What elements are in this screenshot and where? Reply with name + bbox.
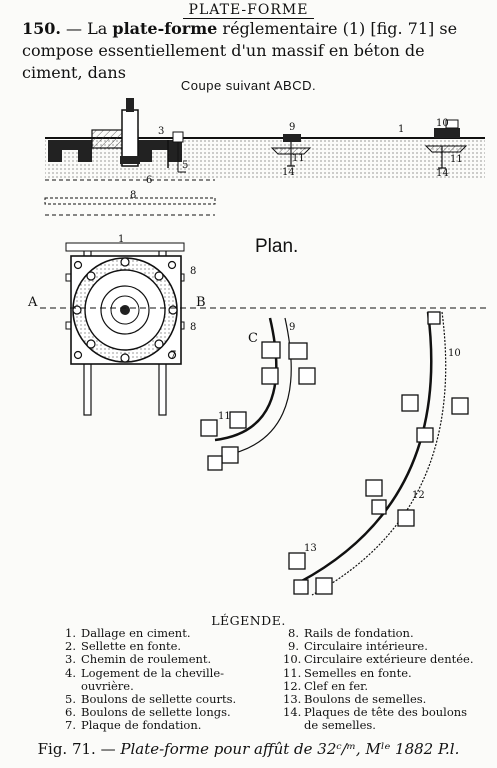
label-13-plan: 13 bbox=[304, 543, 317, 554]
paragraph-number: 150. bbox=[22, 19, 61, 38]
label-9-section: 9 bbox=[289, 122, 295, 133]
legend-item: 8.Rails de fondation. bbox=[288, 626, 414, 640]
label-c: C bbox=[248, 331, 258, 346]
running-head-text: PLATE-FORME bbox=[182, 2, 315, 19]
legend-item: 7.Plaque de fondation. bbox=[65, 718, 202, 733]
pivot-center bbox=[120, 305, 130, 315]
semelle-plate bbox=[288, 552, 333, 595]
legend-item: 2.Sellette en fonte. bbox=[65, 639, 182, 654]
semelle-plate bbox=[401, 394, 469, 443]
sellette-left bbox=[48, 140, 92, 162]
label-14-section-a: 14 bbox=[282, 167, 295, 178]
label-8-section: 8 bbox=[130, 190, 136, 201]
label-14-section-b: 14 bbox=[436, 168, 449, 179]
legend-item: 6.Boulons de sellette longs. bbox=[65, 705, 231, 720]
legend-item: 3.Chemin de roulement. bbox=[65, 652, 212, 667]
paragraph-dash: — La bbox=[60, 19, 113, 38]
section-view: 3 5 6 8 9 11 14 1 10 11 14 bbox=[44, 98, 485, 216]
label-1-plan: 1 bbox=[118, 234, 124, 245]
label-1: 1 bbox=[398, 124, 404, 135]
legend-item: 5.Boulons de sellette courts. bbox=[65, 692, 237, 707]
label-9-plan: 9 bbox=[289, 322, 295, 333]
semelle-plate bbox=[365, 479, 415, 527]
legend-item: 10.Circulaire extérieure dentée. bbox=[283, 652, 474, 667]
legend-item: 4.Logement de la cheville- bbox=[65, 665, 225, 680]
label-12-plan: 12 bbox=[412, 490, 425, 501]
label-3: 3 bbox=[158, 126, 164, 137]
legend-item: 1.Dallage en ciment. bbox=[65, 626, 191, 640]
label-7-plan: 7 bbox=[170, 350, 176, 361]
running-head: PLATE-FORME bbox=[0, 2, 497, 19]
pivot-bolt bbox=[126, 98, 134, 112]
label-11-section-b: 11 bbox=[450, 154, 463, 165]
figure-title: Plate-forme pour affût de 32ᶜ/ᵐ, Mˡᵉ 188… bbox=[120, 740, 460, 758]
figure-caption: Fig. 71. — Plate-forme pour affût de 32ᶜ… bbox=[0, 740, 497, 758]
label-a: A bbox=[27, 295, 38, 310]
label-10-plan: 10 bbox=[448, 348, 461, 359]
label-b: B bbox=[196, 295, 206, 310]
legend-item: 9.Circulaire intérieure. bbox=[288, 639, 428, 654]
legend-item: de semelles. bbox=[304, 718, 376, 733]
label-11-section-a: 11 bbox=[292, 153, 305, 164]
legend-item: 14.Plaques de tête des boulons bbox=[283, 705, 468, 720]
plan-title: Plan. bbox=[255, 236, 299, 257]
legend-left-column: 1.Dallage en ciment. 2.Sellette en fonte… bbox=[60, 626, 265, 733]
technical-drawing: 3 5 6 8 9 11 14 1 10 11 14 bbox=[27, 98, 490, 596]
legend-item: ouvrière. bbox=[81, 678, 134, 693]
sellette-right bbox=[138, 140, 182, 162]
legend-item: 13.Boulons de semelles. bbox=[283, 692, 427, 707]
section-title: Coupe suivant ABCD. bbox=[180, 78, 317, 93]
foundation-rail-section bbox=[44, 197, 216, 205]
paragraph: 150. — La plate-forme réglementaire (1) … bbox=[22, 18, 482, 84]
label-11-plan: 11 bbox=[218, 411, 231, 422]
outer-circular-rail bbox=[299, 311, 433, 584]
figure-number: Fig. 71. — bbox=[37, 740, 121, 758]
paragraph-term: plate-forme bbox=[112, 19, 218, 38]
semelle-plate bbox=[200, 411, 247, 471]
label-6: 6 bbox=[146, 175, 152, 186]
semelle-plate bbox=[261, 341, 316, 385]
legend-right-column: 8.Rails de fondation. 9.Circulaire intér… bbox=[283, 626, 483, 733]
label-8-plan-b: 8 bbox=[190, 322, 196, 333]
paragraph-text: réglementaire (1) [fig. 71] se com­pose … bbox=[22, 19, 458, 82]
label-5: 5 bbox=[182, 160, 188, 171]
label-10-section: 10 bbox=[436, 118, 449, 129]
legend-title: LÉGENDE. bbox=[211, 613, 286, 628]
label-8-plan-a: 8 bbox=[190, 266, 196, 277]
plan-view: A B C 1 8 8 7 9 11 10 12 13 bbox=[27, 234, 490, 596]
legend-item: 12.Clef en fer. bbox=[283, 678, 369, 693]
legend-item: 11.Semelles en fonte. bbox=[283, 665, 412, 680]
